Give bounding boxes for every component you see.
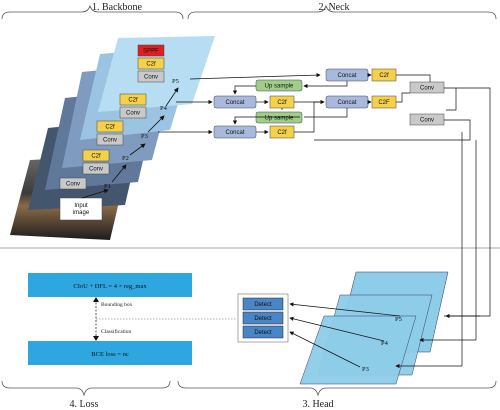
c2f-label-neck-mid-right: C2F	[378, 100, 390, 106]
detect-group	[237, 293, 289, 343]
loss-arrow-up	[93, 297, 99, 302]
conv-label-p3: Conv	[103, 138, 117, 144]
c2f-block-p2	[82, 149, 110, 162]
conv-block-p2	[82, 162, 110, 175]
p4-label: P4	[160, 105, 168, 112]
input-image-box	[59, 197, 103, 221]
neck-connectors	[158, 72, 471, 141]
detect-block-1	[242, 297, 284, 311]
detect-block-3	[242, 325, 284, 339]
conv-label-p2: Conv	[89, 167, 103, 173]
c2f-block-p3	[96, 120, 124, 133]
box-loss-bar	[28, 273, 192, 297]
conv-label-p1: Conv	[66, 182, 80, 188]
upsample-block-bottom	[255, 111, 303, 124]
concat-label-mid: Concat	[225, 100, 244, 106]
head-connectors	[289, 87, 491, 369]
loss-title: 4. Loss	[70, 399, 99, 410]
sppf-block	[137, 44, 165, 57]
conv-label-neck-bottom: Conv	[420, 118, 434, 124]
conv-label-neck-top: Conv	[420, 86, 434, 92]
conv-block-p5	[137, 70, 165, 83]
conv-block-p4	[119, 106, 147, 119]
head-plane-p3	[299, 315, 417, 385]
conv-block-neck-bottom	[409, 113, 445, 126]
concat-label-top: Concat	[337, 73, 356, 79]
head-p4-label: P4	[381, 340, 389, 347]
conv-block-p1	[59, 177, 87, 190]
c2f-block-p4	[119, 93, 147, 106]
neck: Concat C2f Conv Up sample Concat C2f Con…	[158, 68, 471, 141]
bbox-label: Bounding box	[101, 302, 133, 308]
loss-arrow-down	[93, 336, 99, 341]
head-title: 3. Head	[302, 399, 333, 410]
conv-block-p3	[96, 133, 124, 146]
detect-label-1: Detect	[254, 302, 272, 308]
detect-block-2	[242, 311, 284, 325]
section-braces	[1, 4, 497, 397]
c2f-label-neck-mid: C2f	[277, 100, 287, 106]
detect-label-3: Detect	[254, 330, 272, 336]
upsample-block-top	[255, 79, 303, 92]
c2f-label-p4: C2f	[128, 98, 138, 104]
c2f-label-neck-top: C2f	[379, 73, 389, 79]
p1-label: P1	[104, 183, 111, 190]
head: P5 P4 P3 Detect Detect Detect	[237, 87, 491, 385]
conv-block-neck-top	[409, 81, 445, 94]
loss: CIoU + DFL = 4 × reg_max BCE loss = nc B…	[28, 273, 236, 365]
head-p3-label: P3	[362, 366, 369, 373]
c2f-label-p5: C2f	[146, 62, 156, 68]
head-p5-label: P5	[395, 316, 402, 323]
concat-label-mid-right: Concat	[337, 100, 356, 106]
cls-loss-label: BCE loss = nc	[91, 351, 129, 358]
c2f-block-p5	[137, 57, 165, 70]
box-loss-label: CIoU + DFL = 4 × reg_max	[73, 283, 147, 290]
neck-title: 2. Neck	[318, 2, 349, 13]
cls-label: Classification	[101, 328, 131, 335]
cls-loss-bar	[28, 341, 192, 365]
backbone: SPPF C2f Conv C2f Conv C2f Conv C2f Conv…	[10, 36, 215, 240]
detect-label-2: Detect	[254, 316, 272, 322]
c2f-label-neck-bottom: C2f	[277, 130, 287, 136]
conv-label-p4: Conv	[126, 111, 140, 117]
backbone-title: 1. Backbone	[92, 2, 143, 13]
c2f-label-p2: C2f	[91, 154, 101, 160]
p3-label: P3	[141, 133, 148, 140]
c2f-label-p3: C2f	[105, 125, 115, 131]
p5-label: P5	[172, 78, 179, 85]
upsample-label-top: Up sample	[265, 84, 294, 90]
upsample-label-bottom: Up sample	[265, 116, 294, 122]
concat-label-bottom: Concat	[225, 130, 244, 136]
sppf-label: SPPF	[143, 49, 159, 55]
p2-label: P2	[122, 155, 129, 162]
conv-label-p5: Conv	[144, 75, 158, 81]
